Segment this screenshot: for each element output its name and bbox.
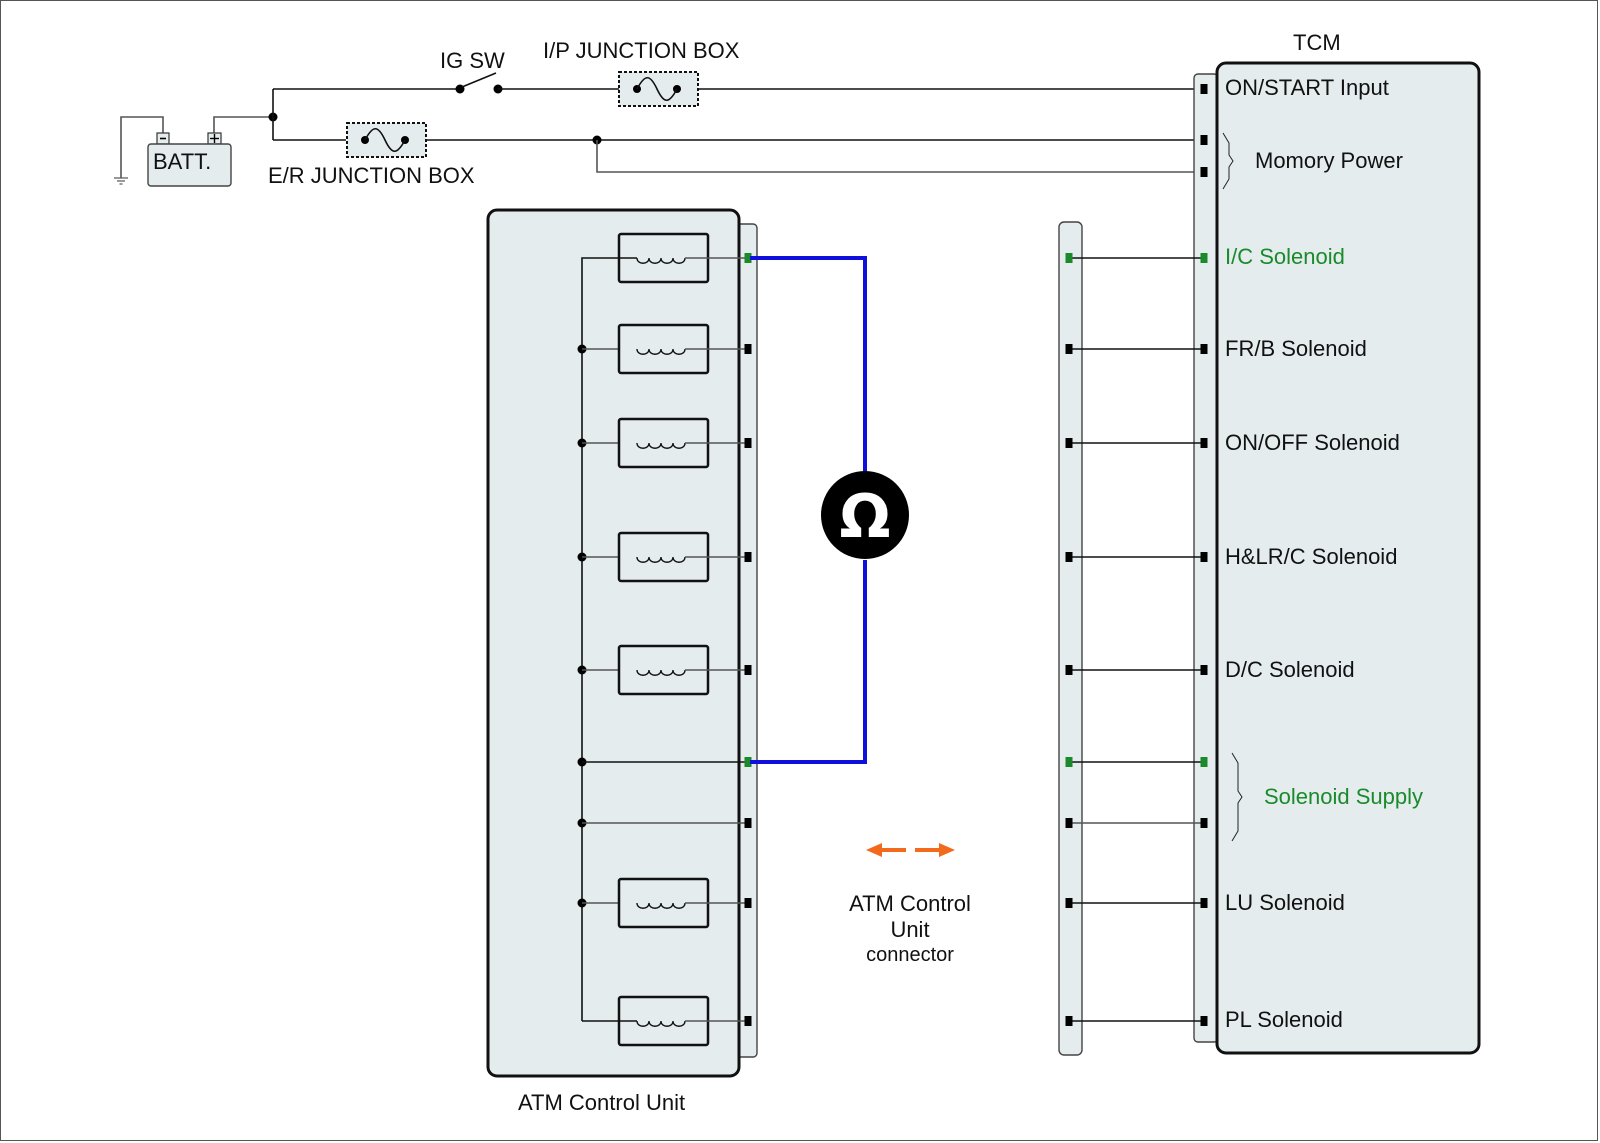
connector-pin — [1200, 135, 1208, 145]
solenoid-coil — [582, 877, 745, 929]
connector-pin — [744, 438, 752, 448]
ignition-switch[interactable] — [455, 72, 503, 94]
connector-pin — [1065, 898, 1073, 908]
legend-line3: connector — [866, 944, 954, 966]
solenoid-coil — [617, 995, 745, 1047]
connector-pin — [1065, 438, 1073, 448]
tcm-pin-label: I/C Solenoid — [1225, 244, 1345, 269]
brace-icon — [1222, 132, 1234, 190]
tcm-pin-label: LU Solenoid — [1225, 890, 1345, 915]
solenoid-coil — [582, 531, 745, 583]
connector-pin — [1200, 757, 1208, 767]
atm-control-unit-label: ATM Control Unit — [518, 1090, 685, 1115]
fuse-icon — [364, 127, 406, 153]
tcm-pin-label: H&LR/C Solenoid — [1225, 544, 1397, 569]
connector-pin — [1200, 818, 1208, 828]
coil-icon — [636, 669, 686, 676]
meter-lead-positive — [750, 256, 867, 490]
connector-pin — [1200, 898, 1208, 908]
connector-pin — [1065, 757, 1073, 767]
common-bus — [581, 257, 620, 1021]
connector-pin — [744, 898, 752, 908]
harness-wires — [1065, 84, 1208, 1026]
solenoid-coil — [582, 417, 745, 469]
ig-sw-label: IG SW — [440, 48, 505, 73]
connector-pin — [1200, 167, 1208, 177]
tcm-pin-label: PL Solenoid — [1225, 1007, 1343, 1032]
tcm-pin-label: D/C Solenoid — [1225, 657, 1355, 682]
connector-pin — [1200, 344, 1208, 354]
coil-icon — [636, 442, 686, 449]
connector-pin — [1200, 438, 1208, 448]
connector-pin — [1200, 253, 1208, 263]
connector-pin — [1200, 84, 1208, 94]
tcm-pin-label: FR/B Solenoid — [1225, 336, 1367, 361]
connector-pin — [744, 757, 752, 767]
connector-pin — [1065, 1016, 1073, 1026]
tcm-pin-label: Momory Power — [1255, 148, 1403, 173]
coil-icon — [636, 257, 686, 264]
ohmmeter[interactable]: Ω — [821, 471, 909, 559]
connector-pin — [744, 344, 752, 354]
connector-pin — [1065, 818, 1073, 828]
tcm-pin-label: ON/OFF Solenoid — [1225, 430, 1400, 455]
connector-pin — [744, 552, 752, 562]
legend-line1: ATM Control — [849, 891, 971, 916]
meter-lead-negative — [750, 560, 867, 764]
tcm-pin-label: ON/START Input — [1225, 75, 1389, 100]
legend-line2: Unit — [890, 917, 929, 942]
ip-junction-box-fuse — [618, 71, 699, 107]
connector-pin — [1065, 552, 1073, 562]
solenoid-coil — [617, 232, 745, 284]
connector-pin — [744, 1016, 752, 1026]
connector-pin — [1200, 552, 1208, 562]
battery: BATT. — [114, 116, 273, 187]
solenoid-coil — [582, 323, 745, 375]
double-arrow-icon — [866, 843, 955, 857]
coil-icon — [636, 556, 686, 563]
coil-icon — [636, 902, 686, 909]
ip-junction-box-label: I/P JUNCTION BOX — [543, 38, 740, 63]
ground-icon — [114, 177, 128, 185]
battery-label: BATT. — [153, 149, 211, 174]
solenoid-coil — [582, 644, 745, 696]
atm-internal-circuit — [577, 232, 752, 1047]
tcm-harness-connector — [1058, 221, 1083, 1056]
connector-pin — [744, 818, 752, 828]
tcm-pin-label: Solenoid Supply — [1264, 784, 1423, 809]
fuse-icon — [636, 76, 678, 102]
brace-icon — [1231, 752, 1243, 842]
connector-pin — [1200, 665, 1208, 675]
coil-icon — [636, 1020, 686, 1027]
er-junction-box-label: E/R JUNCTION BOX — [268, 163, 475, 188]
connector-pin — [744, 665, 752, 675]
connector-pin — [1065, 665, 1073, 675]
connector-pin — [1200, 1016, 1208, 1026]
er-junction-box-fuse — [346, 122, 427, 158]
tcm-title: TCM — [1293, 30, 1341, 55]
connector-pin — [744, 253, 752, 263]
ohm-icon: Ω — [839, 482, 890, 552]
connector-pin — [1065, 344, 1073, 354]
coil-icon — [636, 348, 686, 355]
connector-pin — [1065, 253, 1073, 263]
